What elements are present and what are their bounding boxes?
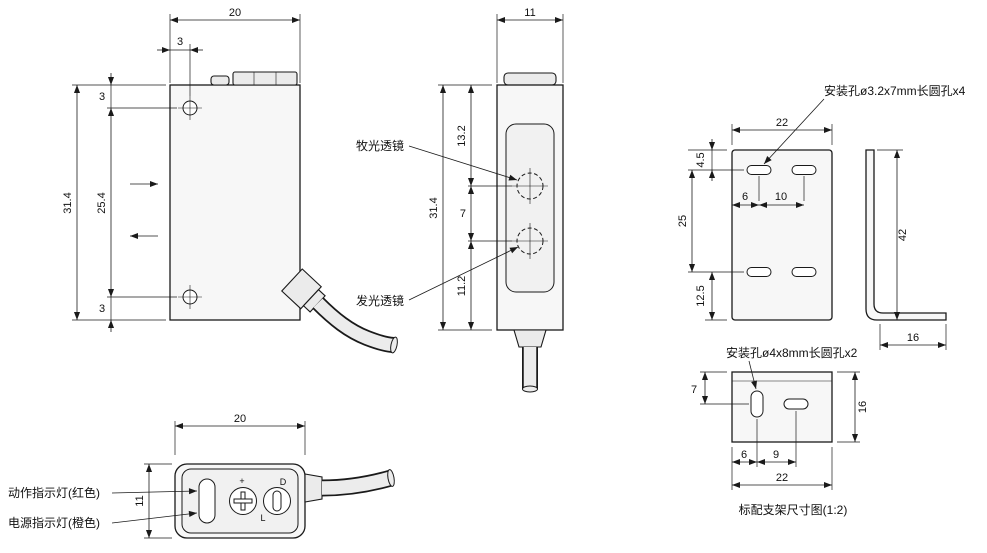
front-view: 20 3 31.4 3 25.4 3: [62, 7, 398, 354]
dim-slot-spacing: 9: [773, 449, 779, 461]
dim-side-height: 31.4: [428, 197, 440, 218]
dim-hole-spacing: 25.4: [96, 192, 108, 213]
bracket-foot-view: 安装孔ø4x8mm长圆孔x2 7 16 6 9 22 标配支架尺寸图(1:2): [691, 345, 869, 517]
bracket-caption: 标配支架尺寸图(1:2): [739, 503, 848, 517]
leader-operation-led: [111, 488, 198, 495]
dim-lens-spacing: 7: [460, 208, 466, 220]
bracket-slot: [791, 165, 817, 175]
dim-slot-to-bottom: 12.5: [695, 285, 707, 306]
emitter-lens-label: 发光透镜: [356, 293, 404, 308]
leader-emitter-lens: [408, 246, 519, 301]
dim-top-to-slot: 7: [691, 384, 697, 396]
bracket-profile-dimensions: 42 16: [877, 149, 947, 350]
dim-bracket-width: 22: [776, 117, 788, 129]
foot-holes-note: 安装孔ø4x8mm长圆孔x2: [726, 345, 858, 360]
receiver-lens-label: 牧光透镜: [356, 138, 404, 153]
dim-bottom-height: 11: [134, 495, 146, 506]
bracket-foot-dimensions: 7 16 6 9 22: [691, 371, 869, 490]
bracket-holes-note: 安装孔ø3.2x7mm长圆孔x4: [824, 83, 966, 98]
dim-edge-to-slot: 6: [741, 449, 747, 461]
bracket-slot: [746, 267, 772, 277]
dim-front-height: 31.4: [62, 192, 74, 213]
light-on-mark: L: [260, 513, 265, 523]
bracket-slot: [746, 165, 772, 175]
cable-end: [522, 385, 538, 393]
power-led-label: 电源指示灯(橙色): [8, 515, 100, 530]
front-body: [169, 84, 301, 321]
dim-top-to-slot: 4.5: [695, 152, 707, 167]
dim-front-width: 20: [229, 7, 241, 19]
bracket-slot: [791, 267, 817, 277]
cable-end: [387, 469, 395, 487]
dim-bottom-to-hole: 3: [99, 303, 105, 315]
side-top-cap: [503, 72, 557, 86]
leader-foot-slot: [748, 360, 758, 390]
plus-mark: +: [239, 476, 244, 486]
cable-gland-front: [280, 268, 326, 313]
leader-power-led: [111, 510, 198, 524]
bracket-front-view: 安装孔ø3.2x7mm长圆孔x4 22 4.5 25 12.5 6 10: [677, 83, 966, 350]
dim-edge-to-slot: 6: [742, 191, 748, 203]
cable-front-core: [313, 298, 395, 352]
selector-slot: [272, 490, 282, 512]
bottom-view: 20 + D L 11 动作指示灯(红色) 电源指示灯(橙色): [8, 413, 395, 539]
cable-gland-side: [513, 329, 547, 348]
bracket-foot-plate: [731, 371, 833, 443]
dim-top-to-hole: 3: [99, 91, 105, 103]
cable-end: [390, 336, 398, 354]
dark-on-mark: D: [280, 477, 287, 487]
foot-slot-vertical: [750, 390, 764, 418]
lens-window: [505, 123, 555, 293]
bracket-plate: [731, 149, 833, 321]
operation-led-label: 动作指示灯(红色): [8, 485, 100, 500]
side-view: 11 31.4 13.2 7 11.2 牧光透镜 发光透镜: [356, 7, 564, 393]
bracket-front-dimensions: 22 4.5 25 12.5 6 10: [677, 117, 833, 321]
front-dimensions: 20 3 31.4 3 25.4 3: [62, 7, 301, 332]
dim-bottom-width: 20: [234, 413, 246, 425]
dim-bracket-height: 42: [897, 229, 909, 241]
bracket-l-profile: [865, 149, 947, 321]
foot-slot-horizontal: [783, 398, 809, 410]
front-top-bump: [210, 75, 230, 86]
adjuster-cross-h: [233, 498, 253, 504]
dim-hole-offset-x: 3: [177, 36, 183, 48]
dim-foot-depth: 16: [857, 401, 869, 413]
dim-slot-col-spacing: 10: [775, 191, 787, 203]
indicator-window: [198, 478, 216, 524]
cable-bottom-core: [321, 471, 393, 495]
side-dimensions: 11 31.4 13.2 7 11.2: [428, 7, 564, 331]
dim-slot-row-spacing: 25: [677, 215, 689, 227]
dim-top-to-receiver: 13.2: [456, 125, 468, 146]
cable-gland-bottom: [304, 473, 323, 503]
dim-emitter-to-bottom: 11.2: [456, 276, 468, 297]
dim-foot-width: 22: [776, 472, 788, 484]
front-top-block: [232, 71, 298, 86]
dim-foot-depth: 16: [907, 332, 919, 344]
dim-side-width: 11: [524, 7, 535, 19]
leader-receiver-lens: [408, 145, 518, 181]
